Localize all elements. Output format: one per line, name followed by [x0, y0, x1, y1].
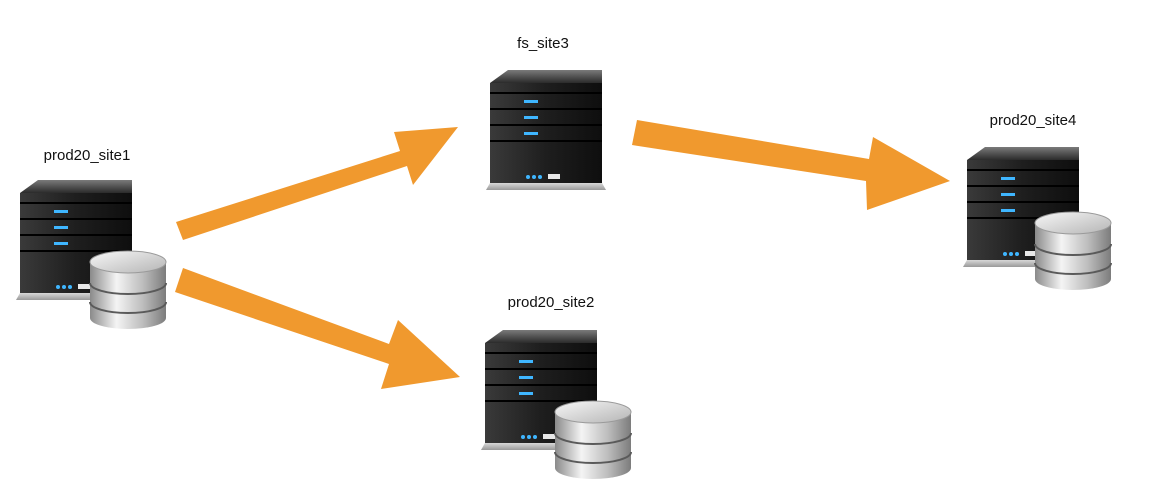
arrow-site3-to-site4 [632, 120, 950, 210]
node-label-fs-site3: fs_site3 [517, 35, 569, 52]
database-icon [1034, 211, 1112, 290]
arrow-site1-to-site2 [175, 268, 460, 389]
node-prod20-site4[interactable] [963, 147, 1112, 290]
database-icon [554, 400, 632, 479]
node-prod20-site2[interactable] [481, 330, 632, 479]
node-prod20-site1[interactable] [16, 180, 167, 329]
database-icon [89, 250, 167, 329]
node-label-prod20-site1: prod20_site1 [43, 147, 131, 164]
node-label-prod20-site4: prod20_site4 [989, 112, 1077, 129]
server-icon [481, 330, 601, 450]
server-icon [486, 70, 606, 190]
arrow-site1-to-site3 [176, 127, 458, 240]
node-fs-site3[interactable] [486, 70, 606, 190]
node-label-prod20-site2: prod20_site2 [507, 294, 595, 311]
